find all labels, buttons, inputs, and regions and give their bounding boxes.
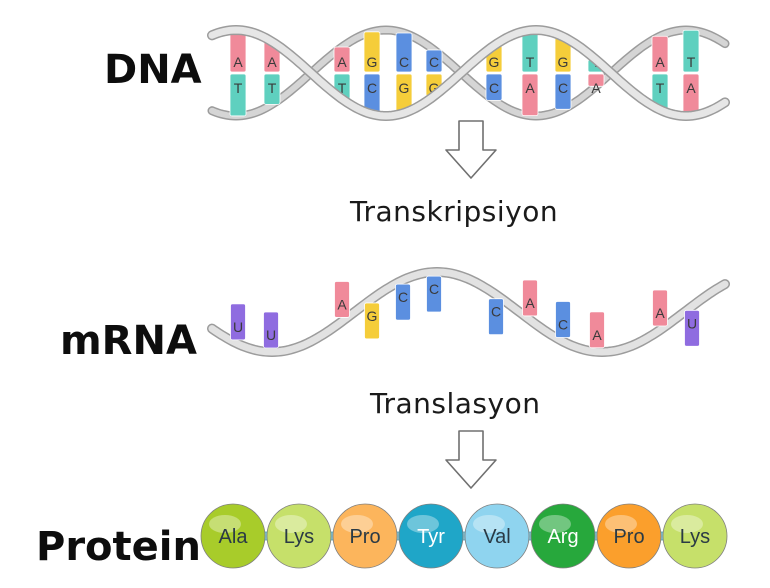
mrna-base (652, 289, 668, 327)
protein-label: Protein (36, 524, 201, 570)
dna-base-top (651, 35, 669, 73)
amino-acid-bead: Pro (596, 503, 662, 569)
dna-base-letter: G (429, 80, 440, 96)
down-arrow-icon (445, 120, 497, 179)
dna-base-letter: T (687, 54, 696, 70)
dna-label: DNA (104, 47, 202, 93)
mrna-label: mRNA (60, 318, 197, 364)
amino-acid-label: Pro (613, 526, 644, 548)
dna-base-letter: G (367, 54, 378, 70)
transcription-label: Transkripsiyon (350, 195, 559, 228)
amino-acid-label: Pro (349, 526, 380, 548)
mrna-base (395, 283, 411, 321)
dna-base-letter: T (526, 54, 535, 70)
dna-base-top (333, 46, 351, 73)
translation-label: Translasyon (370, 387, 541, 420)
protein-chain: Ala Lys Pro Tyr Val Arg Pro Lys (200, 503, 728, 569)
mrna-base (555, 301, 571, 338)
mrna-base-letter: A (592, 327, 602, 343)
mrna-base (334, 281, 350, 318)
dna-base-bottom (485, 73, 503, 101)
dna-base-bottom (229, 73, 247, 117)
mrna-base (426, 275, 442, 313)
amino-acid-label: Tyr (417, 526, 445, 548)
mrna-base (364, 302, 380, 340)
mrna-base-letter: U (266, 327, 276, 343)
dna-base-bottom (554, 73, 572, 110)
dna-base-bottom (263, 73, 281, 105)
down-arrow-icon (445, 430, 497, 489)
amino-acid-bead: Ala (200, 503, 266, 569)
amino-acid-bead: Val (464, 503, 530, 569)
dna-base-letter: G (489, 54, 500, 70)
amino-acid-label: Lys (680, 526, 710, 548)
mrna-base-letter: U (233, 319, 243, 335)
dna-base-letter: T (234, 80, 243, 96)
dna-base-letter: C (429, 54, 439, 70)
mrna-base-letter: G (367, 308, 378, 324)
mrna-base-letter: A (525, 295, 535, 311)
mrna-base (230, 303, 246, 341)
dna-base-letter: C (489, 80, 499, 96)
dna-base-letter: A (686, 80, 696, 96)
amino-acid-label: Lys (284, 526, 314, 548)
amino-acid-bead: Tyr (398, 503, 464, 569)
mrna-base-letter: A (655, 305, 665, 321)
dna-base-letter: A (591, 80, 601, 96)
amino-acid-bead: Arg (530, 503, 596, 569)
dna-base-letter: C (399, 54, 409, 70)
dna-base-bottom (587, 73, 605, 87)
dna-base-top (425, 49, 443, 73)
mrna-strand: U U A G C C C A C A A U (207, 266, 730, 358)
amino-acid-label: Val (483, 526, 510, 548)
mrna-base (522, 279, 538, 317)
dna-base-letter: T (656, 80, 665, 96)
mrna-base (488, 298, 504, 336)
dna-base-letter: G (399, 80, 410, 96)
dna-base-letter: T (268, 80, 277, 96)
mrna-base (589, 311, 605, 349)
amino-acid-label: Arg (547, 526, 578, 548)
mrna-base-letter: C (429, 281, 439, 297)
dna-base-letter: A (233, 54, 243, 70)
dna-base-bottom (521, 73, 539, 117)
dna-base-letter: G (558, 54, 569, 70)
dna-base-top (363, 31, 381, 73)
mrna-base (684, 309, 700, 347)
dna-base-top (682, 29, 700, 73)
mrna-base (263, 311, 279, 349)
dna-base-letter: A (655, 54, 665, 70)
amino-acid-label: Ala (219, 526, 249, 548)
amino-acid-bead: Lys (266, 503, 332, 569)
dna-base-letter: A (267, 54, 277, 70)
dna-base-letter: A (337, 54, 347, 70)
amino-acid-bead: Pro (332, 503, 398, 569)
dna-base-letter: C (367, 80, 377, 96)
dna-base-letter: T (338, 80, 347, 96)
mrna-base-letter: C (491, 304, 501, 320)
dna-base-top (395, 32, 413, 73)
dna-base-letter: A (525, 80, 535, 96)
mrna-base-letter: C (558, 316, 568, 332)
mrna-base-letter: C (398, 289, 408, 305)
amino-acid-bead: Lys (662, 503, 728, 569)
mrna-base-letter: A (337, 296, 347, 312)
mrna-base-letter: U (687, 315, 697, 331)
dna-base-letter: C (558, 80, 568, 96)
